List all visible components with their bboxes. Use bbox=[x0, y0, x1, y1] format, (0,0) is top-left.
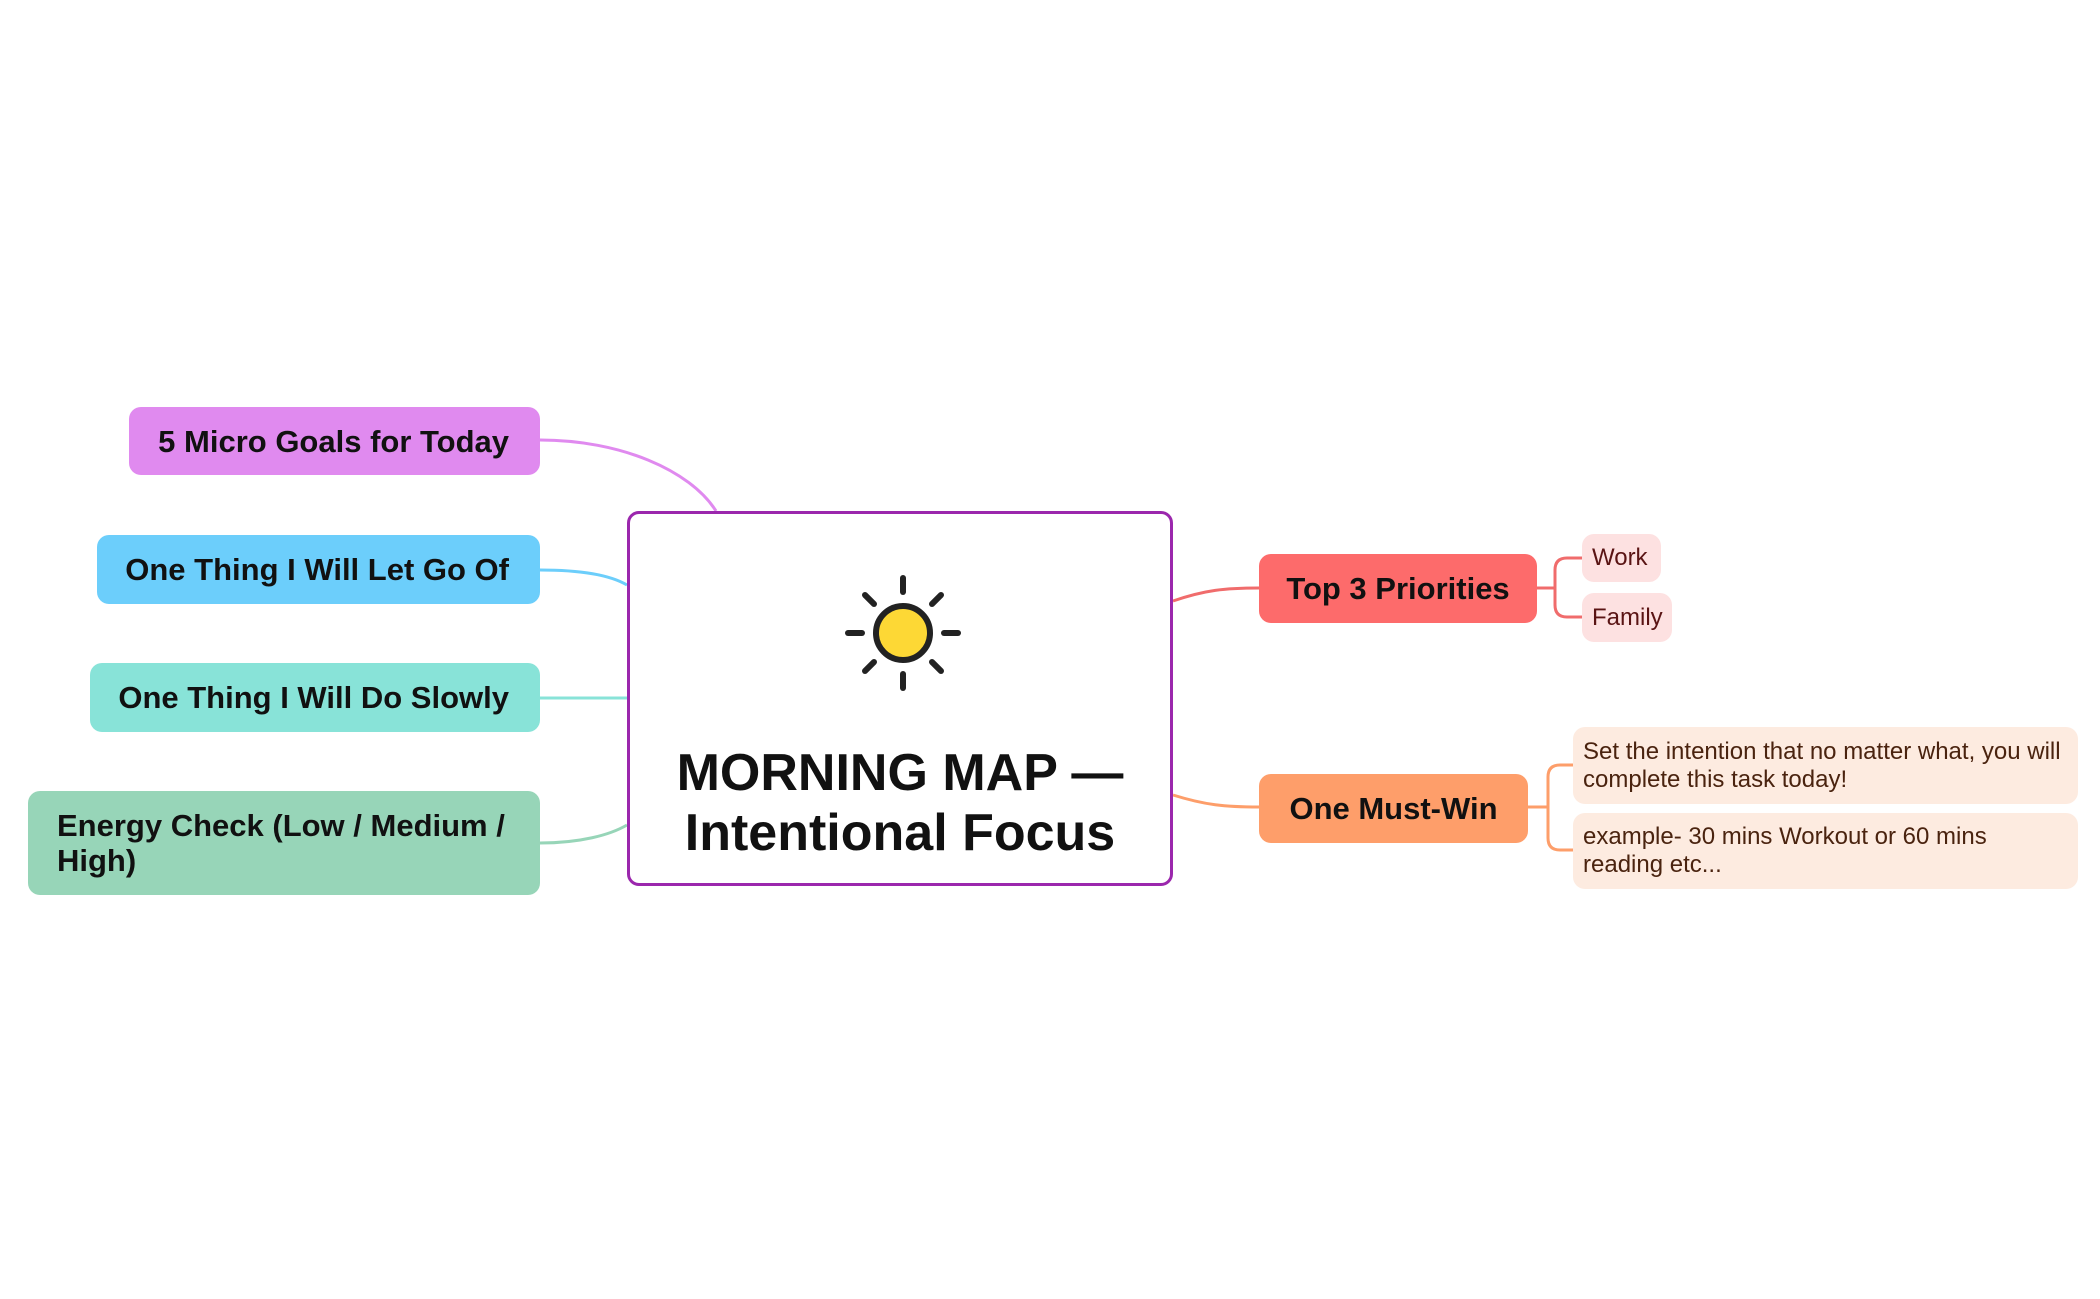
connector-energy-check bbox=[539, 823, 628, 845]
subtopic-intention[interactable]: Set the intention that no matter what, y… bbox=[1573, 727, 2078, 804]
branch-do-slowly[interactable]: One Thing I Will Do Slowly bbox=[90, 663, 540, 732]
branch-micro-goals[interactable]: 5 Micro Goals for Today bbox=[129, 407, 540, 475]
branch-do-slowly-label: One Thing I Will Do Slowly bbox=[118, 680, 509, 715]
branch-top-priorities-label: Top 3 Priorities bbox=[1286, 571, 1510, 606]
sun-icon bbox=[845, 575, 961, 691]
connector-top-priorities bbox=[1172, 586, 1260, 603]
branch-energy-check-label: Energy Check (Low / Medium / High) bbox=[57, 808, 505, 878]
connector-example bbox=[1546, 807, 1573, 852]
connector-must-win bbox=[1172, 793, 1260, 809]
subtopic-family[interactable]: Family bbox=[1582, 593, 1672, 642]
connector-intention bbox=[1528, 763, 1573, 809]
connector-work bbox=[1537, 556, 1582, 590]
connector-family bbox=[1553, 588, 1582, 619]
subtopic-family-label: Family bbox=[1592, 603, 1663, 631]
connector-micro-goals bbox=[539, 438, 718, 512]
subtopic-work-label: Work bbox=[1592, 544, 1648, 571]
branch-must-win[interactable]: One Must-Win bbox=[1259, 774, 1528, 843]
subtopic-work[interactable]: Work bbox=[1582, 534, 1661, 582]
central-topic-title: MORNING MAP — Intentional Focus bbox=[676, 744, 1124, 862]
subtopic-intention-label: Set the intention that no matter what, y… bbox=[1583, 737, 2061, 793]
subtopic-example[interactable]: example- 30 mins Workout or 60 mins read… bbox=[1573, 813, 2078, 889]
branch-let-go-label: One Thing I Will Let Go Of bbox=[125, 552, 509, 587]
subtopic-example-label: example- 30 mins Workout or 60 mins read… bbox=[1583, 823, 1987, 878]
central-topic[interactable]: MORNING MAP — Intentional Focus bbox=[627, 511, 1173, 886]
branch-must-win-label: One Must-Win bbox=[1289, 791, 1498, 826]
branch-let-go[interactable]: One Thing I Will Let Go Of bbox=[97, 535, 540, 604]
branch-micro-goals-label: 5 Micro Goals for Today bbox=[158, 423, 509, 459]
connector-let-go bbox=[539, 568, 628, 587]
branch-energy-check[interactable]: Energy Check (Low / Medium / High) bbox=[28, 791, 540, 895]
branch-top-priorities[interactable]: Top 3 Priorities bbox=[1259, 554, 1537, 623]
